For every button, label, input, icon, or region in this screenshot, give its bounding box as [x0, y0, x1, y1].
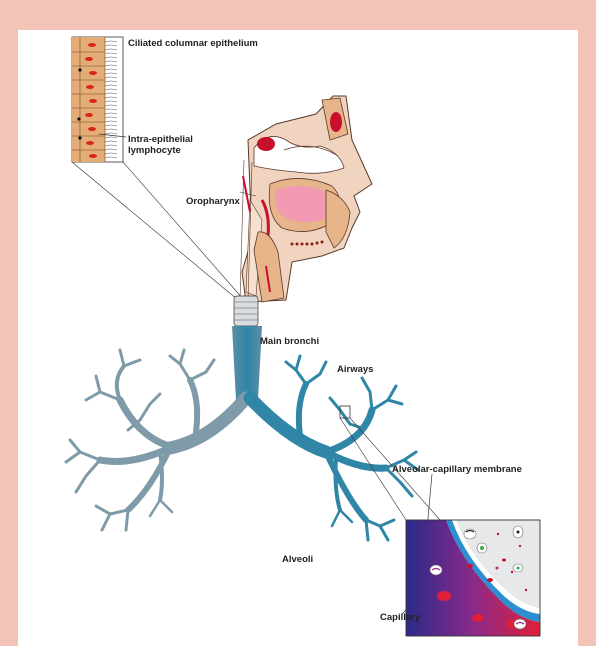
trachea	[232, 296, 262, 400]
label-intraepithelial: Intra-epithelial	[128, 134, 193, 145]
epithelium-inset	[72, 37, 244, 300]
label-airways: Airways	[337, 364, 373, 375]
label-alveoli: Alveoli	[282, 554, 313, 565]
head-cross-section	[240, 96, 372, 302]
label-capillary: Capillary	[380, 612, 420, 623]
alveolar-capillary-inset	[406, 520, 540, 636]
label-ciliated-epithelium: Ciliated columnar epithelium	[128, 38, 258, 49]
label-main-bronchi: Main bronchi	[260, 336, 319, 347]
label-alveolar-capillary-membrane: Alveolar-capillary membrane	[392, 464, 522, 475]
label-lymphocyte: lymphocyte	[128, 145, 181, 156]
label-oropharynx: Oropharynx	[186, 196, 240, 207]
